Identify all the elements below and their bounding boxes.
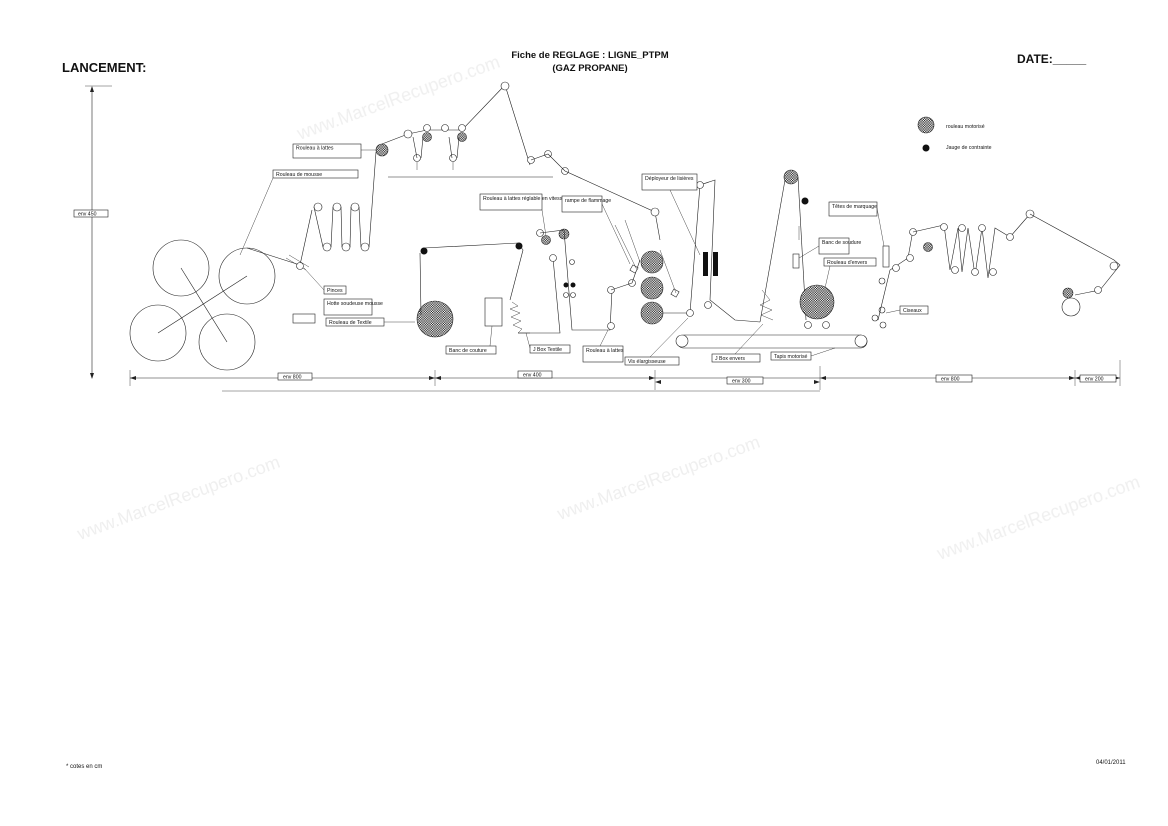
svg-text:www.MarcelRecupero.com: www.MarcelRecupero.com [554, 432, 763, 524]
height-dim-label: env 450 [78, 212, 97, 218]
label-j-box-envers: J Box envers [715, 356, 745, 362]
label-tetes: Têtes de marquage [832, 204, 877, 210]
sheet-title: Fiche de REGLAGE : LIGNE_PTPM [511, 50, 669, 61]
dim-seg1: env 800 [283, 375, 302, 381]
svg-text:www.MarcelRecupero.com: www.MarcelRecupero.com [74, 452, 283, 544]
label-j-box-textile: J Box Textile [533, 347, 562, 353]
sheet-subtitle: (GAZ PROPANE) [552, 63, 628, 74]
label-rouleau-textile: Rouleau de Textile [329, 320, 372, 326]
foam-unwinder [129, 239, 276, 371]
date-field: DATE:_____ [1017, 52, 1087, 66]
legend: rouleau motorisé Jauge de contrainte [917, 116, 992, 152]
height-dimension: env 450 [73, 85, 112, 379]
dim-seg5: env 200 [1085, 377, 1104, 383]
callouts: Rouleau à lattes Rouleau de mousse Pince… [239, 143, 929, 366]
legend-motorised: rouleau motorisé [946, 124, 985, 130]
label-rouleau-mousse: Rouleau de mousse [276, 172, 322, 178]
exit-section [871, 209, 1121, 329]
svg-text:www.MarcelRecupero.com: www.MarcelRecupero.com [934, 472, 1143, 564]
dim-seg2: env 400 [523, 373, 542, 379]
label-rouleau-lattes: Rouleau à lattes [296, 146, 334, 152]
lamination-rollers [614, 169, 835, 329]
label-rampe: rampe de flammage [565, 198, 611, 204]
length-dimensions: env 800 env 400 env 300 env 800 env 200 [129, 360, 1121, 392]
units-footnote: * cotes en cm [66, 764, 103, 770]
strain-gauge-icon [922, 144, 930, 152]
label-ciseaux: Ciseaux [903, 308, 922, 314]
footer-date: 04/01/2011 [1096, 760, 1126, 766]
lancement-label: LANCEMENT: [62, 60, 147, 75]
label-tapis: Tapis motorisé [774, 354, 808, 360]
label-pinces: Pinces [327, 288, 343, 294]
label-rouleau-reglable: Rouleau à lattes réglable en vitesse [483, 196, 565, 202]
label-hotte: Hotte soudeuse mousse [327, 301, 383, 307]
dim-seg4: env 800 [941, 377, 960, 383]
label-banc-soudure: Banc de soudure [822, 240, 861, 246]
textile-section [416, 228, 641, 338]
dim-seg3: env 300 [732, 379, 751, 385]
conveyor-belt [675, 334, 868, 349]
label-deployeur: Déployeur de lisières [645, 176, 694, 182]
motorised-roller-icon [917, 116, 935, 134]
label-rouleau-lattes-2: Rouleau à lattes [586, 348, 624, 354]
legend-gauge: Jauge de contrainte [946, 145, 992, 151]
foam-path [246, 81, 661, 271]
label-banc-couture: Banc de couture [449, 348, 487, 354]
label-rouleau-envers: Rouleau d'envers [827, 260, 868, 266]
label-vis: Vis élargisseuse [628, 359, 666, 365]
svg-text:www.MarcelRecupero.com: www.MarcelRecupero.com [294, 52, 503, 144]
